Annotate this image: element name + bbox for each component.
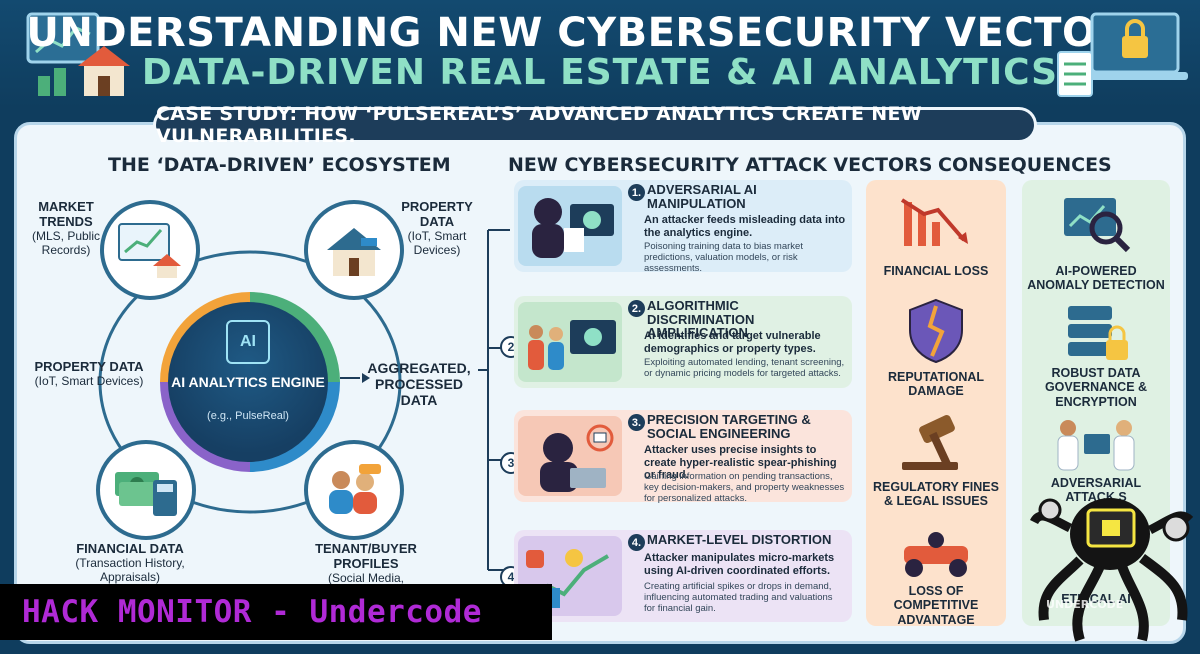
consequences-title: CONSEQUENCES (938, 154, 1112, 176)
phishing-hacker-illustration (518, 416, 622, 496)
header: UNDERSTANDING NEW CYBERSECURITY VECTORS:… (0, 0, 1200, 108)
hack-monitor-banner: HACK MONITOR - Undercode (0, 584, 552, 640)
discrimination-illustration (518, 302, 622, 382)
vector-title-4: Market-Level Distortion (647, 532, 832, 547)
vector-number-1: 1. (628, 184, 645, 201)
ai-chip-icon: AI (226, 320, 270, 364)
vector-card-2: 2. Algorithmic Discrimination Amplificat… (514, 296, 852, 388)
market-trends-node (100, 200, 200, 300)
case-study-banner: CASE STUDY: HOW ‘PULSEREAL’S’ ADVANCED A… (156, 103, 1034, 147)
octopus-hacker-mascot (1030, 498, 1194, 642)
magnifier-monitor-icon (1064, 198, 1131, 253)
vector-title-2: Algorithmic Discrimination Amplification (647, 298, 755, 341)
race-car-icon (904, 532, 968, 577)
market-chart-icon (118, 223, 181, 278)
vector-title-3: Precision Targeting & Social Engineering (647, 412, 811, 441)
engine-title: AI ANALYTICS ENGINE (171, 374, 325, 390)
vector-card-4: 4. Market-Level Distortion Attacker mani… (514, 530, 852, 622)
vectors-title: NEW CYBERSECURITY ATTACK VECTORS (508, 154, 933, 176)
scientists-icon (1057, 420, 1135, 471)
financial-data-node (96, 440, 196, 540)
mitigations-column: AI-POWERED ANOMALY DETECTION ROBUST DATA… (1022, 180, 1170, 626)
consequence-reputational-damage: REPUTATIONAL DAMAGE (887, 370, 985, 399)
vector-summary-4: Attacker manipulates micro-markets using… (644, 552, 835, 577)
property-data-top-label: PROPERTY DATA (IoT, Smart Devices) (401, 199, 473, 257)
ai-analytics-engine: AI AI ANALYTICS ENGINE (e.g., PulseReal) (168, 302, 328, 462)
mitigation-data-governance: ROBUST DATA GOVERNANCE & ENCRYPTION (1044, 366, 1148, 409)
engine-subtitle: (e.g., PulseReal) (207, 410, 289, 422)
vector-card-1: 1. Adversarial AI Manipulation An attack… (514, 180, 852, 274)
consequence-competitive-advantage: LOSS OF COMPETITIVE ADVANTAGE (893, 584, 979, 627)
declining-chart-icon (900, 198, 968, 246)
vector-flow-lines (478, 229, 510, 571)
consequence-financial-loss: FINANCIAL LOSS (883, 264, 989, 278)
secure-database-icon (1068, 306, 1128, 360)
vector-detail-3: Gaining information on pending transacti… (644, 471, 845, 504)
vector-number-3: 3. (628, 414, 645, 431)
vector-summary-2: AI identifies and target vulnerable demo… (644, 330, 821, 355)
aggregated-data-label: AGGREGATED, PROCESSED DATA (367, 360, 471, 409)
property-data-node-top (304, 200, 404, 300)
vector-detail-2: Exploiting automated lending, tenant scr… (644, 357, 845, 379)
vector-number-2: 2. (628, 300, 645, 317)
vector-detail-4: Creating artificial spikes or drops in d… (644, 581, 833, 614)
smart-house-icon (327, 228, 381, 276)
undercode-watermark: UNDERCODE (1046, 598, 1124, 611)
property-data-left-label: PROPERTY DATA (IoT, Smart Devices) (34, 359, 144, 388)
hacker-computer-illustration (518, 186, 622, 266)
title-line-1: UNDERSTANDING NEW CYBERSECURITY VECTORS: (26, 10, 1174, 56)
ecosystem-title: THE ‘DATA-DRIVEN’ ECOSYSTEM (108, 154, 451, 176)
people-group-icon (329, 464, 381, 514)
money-calculator-icon (115, 472, 177, 516)
market-trends-label: MARKET TRENDS (MLS, Public Records) (31, 199, 101, 257)
financial-data-label: FINANCIAL DATA (Transaction History, App… (75, 541, 185, 584)
vector-number-4: 4. (628, 534, 645, 551)
mitigation-anomaly-detection: AI-POWERED ANOMALY DETECTION (1027, 264, 1165, 293)
consequences-column: FINANCIAL LOSS REPUTATIONAL DAMAGE REGUL… (866, 180, 1006, 627)
vector-card-3: 3. Precision Targeting & Social Engineer… (514, 410, 852, 504)
security-laptop-icon (1052, 6, 1192, 102)
vector-title-1: Adversarial AI Manipulation (647, 182, 757, 211)
consequence-regulatory-fines: REGULATORY FINES & LEGAL ISSUES (873, 480, 999, 509)
vector-summary-1: An attacker feeds misleading data into t… (644, 214, 846, 239)
vector-summary-3: Attacker uses precise insights to create… (644, 444, 837, 482)
vector-detail-1: Poisoning training data to bias market p… (644, 241, 803, 274)
tenant-buyer-node (304, 440, 404, 540)
gavel-icon (902, 414, 958, 470)
cracked-shield-icon (909, 298, 963, 364)
title-line-2: DATA-DRIVEN REAL ESTATE & AI ANALYTICS (141, 52, 1059, 93)
real-estate-chart-icon (8, 6, 148, 102)
